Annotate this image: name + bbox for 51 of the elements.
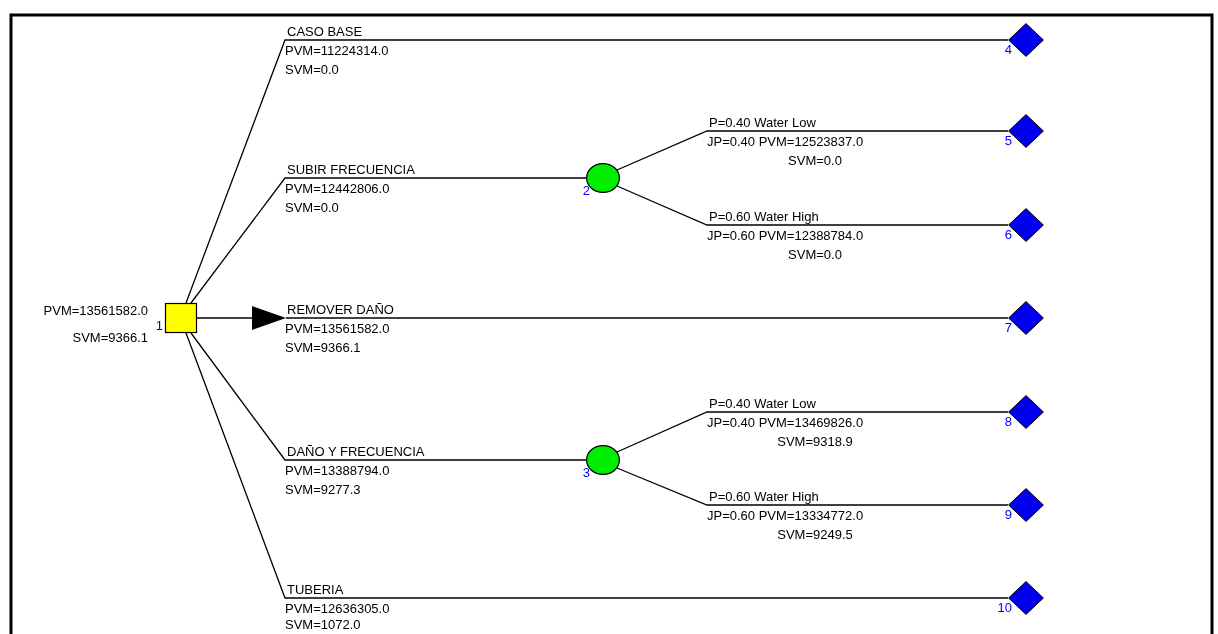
edge-label: TUBERIA xyxy=(286,582,345,597)
node-number: 6 xyxy=(1004,227,1012,242)
choice-marker-triangle xyxy=(252,306,286,330)
edge-label: P=0.60 Water High xyxy=(708,489,820,504)
edge-label: DAÑO Y FRECUENCIA xyxy=(286,444,426,459)
branch-line xyxy=(185,332,1009,599)
branch-value: PVM=13561582.0 xyxy=(285,321,390,336)
node-value: SVM=9366.1 xyxy=(72,330,148,345)
branch-value: SVM=9277.3 xyxy=(285,482,361,497)
edge-label: P=0.40 Water Low xyxy=(708,396,817,411)
branch-value: PVM=12636305.0 xyxy=(285,601,390,616)
node-number: 8 xyxy=(1004,414,1012,429)
branch-value: SVM=0.0 xyxy=(788,153,842,168)
branch-line xyxy=(196,317,253,319)
branch-value: PVM=13388794.0 xyxy=(285,463,390,478)
branch-value: JP=0.40 PVM=13469826.0 xyxy=(707,415,864,430)
edge-label: CASO BASE xyxy=(286,24,364,39)
node-number: 3 xyxy=(582,465,590,480)
branch-value: SVM=9366.1 xyxy=(285,340,361,355)
branch-value: SVM=9318.9 xyxy=(777,434,853,449)
node-number: 1 xyxy=(155,318,163,333)
branch-value: PVM=12442806.0 xyxy=(285,181,390,196)
edge-label: SUBIR FRECUENCIA xyxy=(286,162,416,177)
branch-value: SVM=0.0 xyxy=(285,200,339,215)
node-number: 4 xyxy=(1004,42,1012,57)
branch-line xyxy=(185,39,1009,304)
branch-value: JP=0.60 PVM=12388784.0 xyxy=(707,228,864,243)
branch-value: SVM=1072.0 xyxy=(285,617,361,632)
branch-line xyxy=(616,130,1009,171)
node-number: 2 xyxy=(582,183,590,198)
branch-value: JP=0.40 PVM=12523837.0 xyxy=(707,134,864,149)
branch-value: SVM=9249.5 xyxy=(777,527,853,542)
node-number: 5 xyxy=(1004,133,1012,148)
branch-line xyxy=(616,467,1009,506)
edge-label: P=0.40 Water Low xyxy=(708,115,817,130)
node-number: 9 xyxy=(1004,507,1012,522)
branch-line xyxy=(190,332,587,461)
decision-square xyxy=(165,303,197,333)
branch-value: PVM=11224314.0 xyxy=(285,43,389,58)
node-number: 7 xyxy=(1004,320,1012,335)
node-value: PVM=13561582.0 xyxy=(43,303,148,318)
node-number: 10 xyxy=(997,600,1012,615)
edge-label: REMOVER DAÑO xyxy=(286,302,395,317)
branch-value: SVM=0.0 xyxy=(285,62,339,77)
branch-line xyxy=(616,411,1009,453)
branch-value: JP=0.60 PVM=13334772.0 xyxy=(707,508,864,523)
branch-line xyxy=(616,185,1009,226)
branch-line xyxy=(285,317,1009,319)
branch-value: SVM=0.0 xyxy=(788,247,842,262)
edge-label: P=0.60 Water High xyxy=(708,209,820,224)
branch-line xyxy=(190,177,587,304)
